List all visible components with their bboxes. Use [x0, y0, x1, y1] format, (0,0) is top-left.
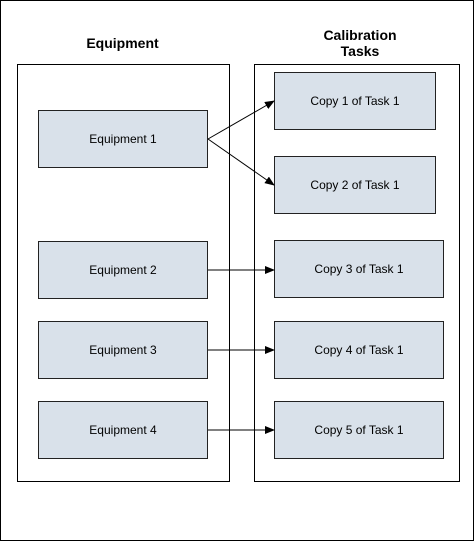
equipment-box-4: Equipment 4: [38, 401, 208, 459]
task-label: Copy 5 of Task 1: [314, 423, 404, 437]
arrow-equipment-1-to-task-2: [207, 138, 275, 186]
task-box-5: Copy 5 of Task 1: [274, 401, 444, 459]
equipment-label: Equipment 2: [89, 263, 157, 277]
calibration-heading-line-1: Calibration: [323, 27, 397, 43]
task-label: Copy 4 of Task 1: [314, 343, 404, 357]
task-label: Copy 2 of Task 1: [310, 178, 400, 192]
task-label: Copy 3 of Task 1: [314, 262, 404, 276]
equipment-label: Equipment 1: [89, 132, 157, 146]
task-box-3: Copy 3 of Task 1: [274, 240, 444, 298]
arrow-equipment-1-to-task-1: [207, 100, 275, 140]
calibration-tasks-heading: Calibration Tasks: [275, 27, 445, 59]
equipment-label: Equipment 3: [89, 343, 157, 357]
task-box-1: Copy 1 of Task 1: [274, 72, 436, 130]
equipment-label: Equipment 4: [89, 423, 157, 437]
task-box-2: Copy 2 of Task 1: [274, 156, 436, 214]
equipment-box-3: Equipment 3: [38, 321, 208, 379]
equipment-box-2: Equipment 2: [38, 241, 208, 299]
task-label: Copy 1 of Task 1: [310, 94, 400, 108]
calibration-heading-line-2: Tasks: [340, 43, 380, 59]
equipment-box-1: Equipment 1: [38, 110, 208, 168]
equipment-heading: Equipment: [86, 35, 159, 51]
task-box-4: Copy 4 of Task 1: [274, 321, 444, 379]
